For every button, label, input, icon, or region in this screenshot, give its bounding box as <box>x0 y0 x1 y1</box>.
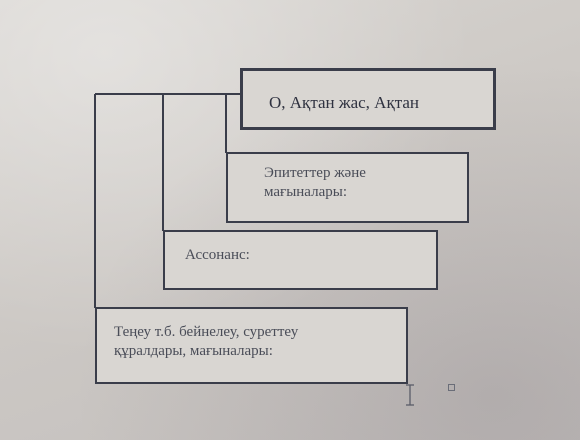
box-tenu-line-1: Теңеу т.б. бейнелеу, суреттеу <box>114 324 299 340</box>
box-otkan-line-1: О, Ақтан жас, Ақтан <box>269 93 419 112</box>
text-cursor-icon <box>406 384 414 406</box>
box-tenu-line-2: құралдары, мағыналары: <box>114 343 273 359</box>
box-epithet-line-1: Эпитеттер және <box>264 165 366 181</box>
box-otkan: О, Ақтан жас, Ақтан <box>240 68 496 130</box>
box-epithet-line-2: мағыналары: <box>264 184 347 200</box>
box-assonance-line-1: Ассонанс: <box>185 247 250 263</box>
small-square-marker <box>448 384 455 391</box>
box-epithet: Эпитеттер және мағыналары: <box>226 152 469 223</box>
box-tenu: Теңеу т.б. бейнелеу, суреттеу құралдары,… <box>95 307 408 384</box>
box-assonance: Ассонанс: <box>163 230 438 290</box>
